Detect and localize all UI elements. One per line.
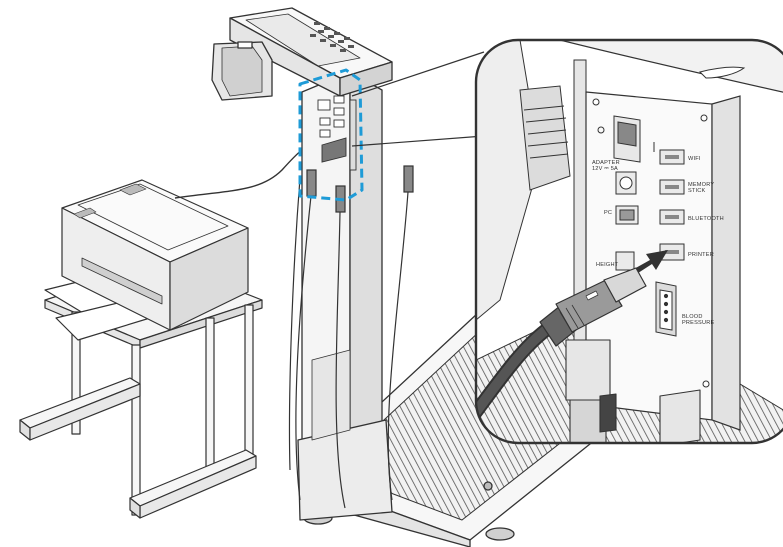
highlight-box <box>298 68 364 202</box>
printer-icon <box>44 179 249 341</box>
label-bluetooth: BLUETOOTH <box>688 216 724 222</box>
blood-pressure-port <box>655 281 677 337</box>
printer-cable <box>174 141 319 199</box>
power-switch-icon <box>597 115 655 163</box>
display-head <box>211 7 393 101</box>
lower-connectors <box>565 339 701 443</box>
callout-lines <box>351 51 485 147</box>
height-port <box>615 251 635 271</box>
label-pc: PC <box>604 210 612 216</box>
usb-plug-icon <box>539 267 647 347</box>
label-height: HEIGHT <box>596 262 619 268</box>
label-wifi: WIFI <box>688 156 701 162</box>
usb-cable-icon <box>476 323 553 427</box>
tower-connector-panel <box>317 95 357 171</box>
label-printer: PRINTER <box>688 252 714 258</box>
